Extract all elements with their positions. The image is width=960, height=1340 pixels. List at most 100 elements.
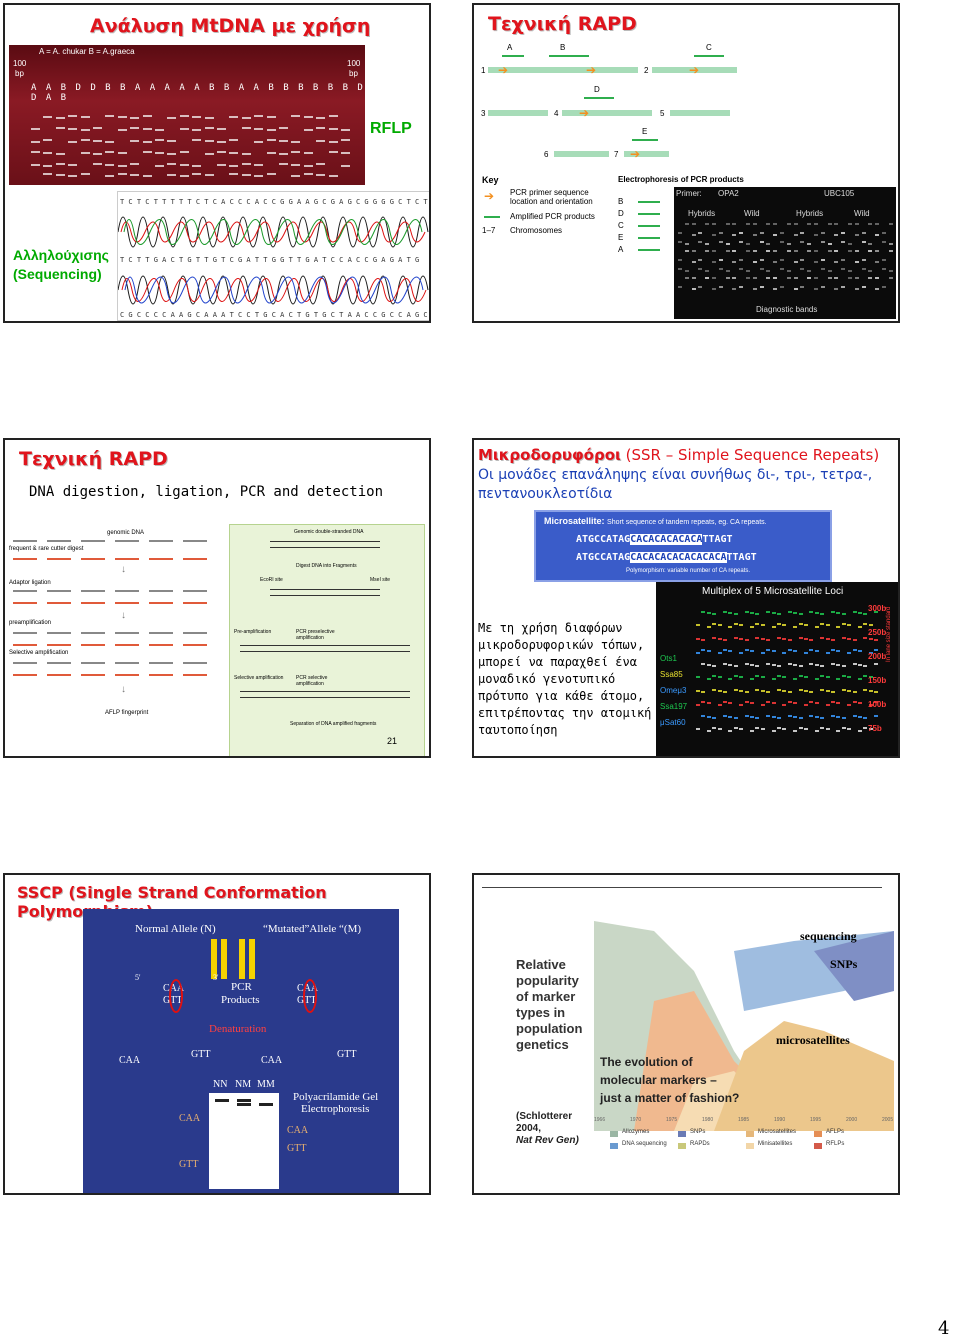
gel-band [31,128,40,130]
gel-band [755,717,760,719]
year-tick: 1970 [630,1117,642,1123]
gel-band [882,232,886,234]
gel-band [732,288,737,290]
gel-band [793,250,798,252]
gel-band [847,704,852,706]
gel-band [861,259,866,261]
gel-band [266,152,276,154]
flow-strand [270,547,380,548]
gel-band [701,663,706,665]
flow-msei: MseI site [370,577,391,583]
gel-band [739,728,744,730]
gel-band [787,691,792,693]
gel-band [179,175,189,177]
gel-band [771,612,776,614]
gel-band [155,152,164,154]
gel-band [328,151,338,153]
gel-band [712,261,716,263]
left-text-line: genetics [516,1037,569,1052]
gel-band [814,678,819,680]
gel-band [717,638,722,640]
size-label: 150b [868,676,887,685]
gel-band [854,250,859,252]
gel-band [701,701,706,703]
gel-band [739,704,744,706]
slide-number: 21 [387,736,398,746]
gel-band [786,223,791,225]
gel-band [834,261,839,263]
gel-band [684,270,689,272]
gel-band [852,691,857,693]
slide-sscp: SSCP (Single Strand Conformation Polymor… [3,873,431,1195]
gel-band [746,243,750,245]
gel-band [80,173,90,175]
gel-band [142,141,152,143]
electro-lane-band [638,225,660,227]
gel-band [782,652,787,654]
gel-band [684,277,689,279]
gel-band [793,650,798,652]
gel-band [229,116,239,118]
gel-band [787,701,792,703]
seq-suffix: TTAGT [726,552,757,563]
gel-band [831,663,835,665]
seq-suffix: TTAGT [702,534,733,545]
title-paren: (SSR – Simple Sequence Repeats) [625,446,880,464]
gel-band [777,637,781,639]
gel-band [771,650,776,652]
gel-band [105,115,115,117]
gel-band [861,286,866,288]
gel-band [882,259,886,261]
gel-band [696,676,700,678]
gel-band [696,652,700,654]
gel-band [766,701,771,703]
gel-band [858,730,862,732]
gel-band [820,665,825,667]
gel-band [217,151,226,153]
gel-band [706,678,711,680]
gel-band [841,286,846,288]
gel-band [179,115,189,117]
gel-band [760,676,765,678]
fragment-line [149,540,173,542]
evolution-line: molecular markers – [600,1073,717,1087]
rflp-label: RFLP [370,120,412,137]
year-tick: 2005 [882,1117,894,1123]
electro-lane-band [638,201,660,203]
gel-band [303,152,313,154]
gel-band [691,250,696,252]
gel-band [316,163,326,165]
slide-title: Τεχνική RAPD [488,13,637,35]
fragment-line [47,540,71,542]
gel-band [712,623,717,625]
gel-band [55,163,65,165]
gel-band [809,715,814,717]
legend-label: RAPDs [690,1141,710,1147]
gel-band [834,288,839,290]
fragment-line [115,558,139,560]
gel-band [229,165,239,167]
left-text-line: Relative [516,957,566,972]
fragment-line [13,644,37,646]
gel-band [874,663,879,665]
gel-band [793,288,798,290]
gel-band [834,277,839,279]
gel-band [841,637,846,639]
gel-band [739,690,744,692]
gel-band [875,250,880,252]
gel-band [782,728,787,730]
gel-band [678,241,682,243]
gel-band [237,1103,251,1106]
gel-band [55,153,65,155]
gel-band [825,690,830,692]
gel-band [836,716,841,718]
gel-band [848,250,852,252]
gel-band [787,639,792,641]
gel-band [732,223,737,225]
gel-band [744,701,749,703]
gel-band [167,117,177,119]
flow-separation: Separation of DNA amplified fragments [290,721,377,727]
gel-band [777,689,781,691]
gel-band [831,715,835,717]
